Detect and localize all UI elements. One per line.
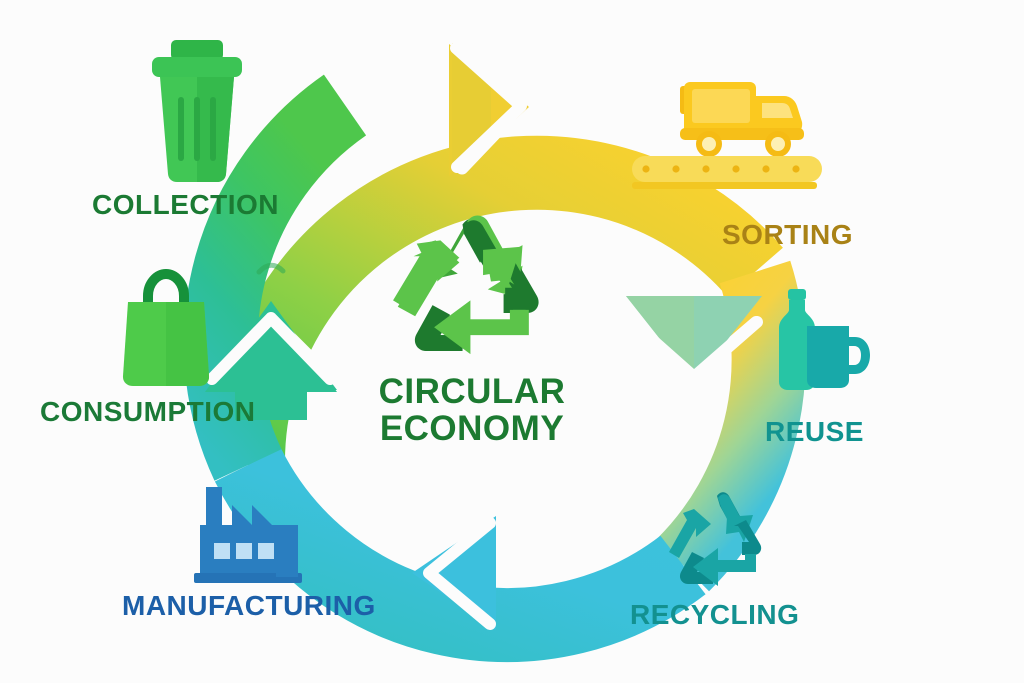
trash-bin-icon	[152, 40, 242, 182]
arrowhead-left-top	[205, 301, 337, 420]
arrow-notch-shadow	[256, 262, 286, 275]
label-manufacturing: MANUFACTURING	[122, 590, 376, 621]
label-sorting: SORTING	[722, 219, 854, 250]
page-title: CIRCULAR ECONOMY	[332, 372, 612, 448]
ring-segment-left-teal-green	[183, 74, 367, 481]
truck-on-conveyor-icon	[632, 82, 822, 189]
label-collection: COLLECTION	[92, 189, 279, 220]
label-recycling: RECYCLING	[630, 599, 800, 630]
bottle-and-mug-icon	[779, 289, 870, 390]
arrowhead-bottom-overlay	[412, 516, 496, 630]
recycling-arrows-icon	[669, 492, 762, 586]
shopping-bag-icon	[122, 268, 210, 386]
ring-segment-right-yellow-cyan	[656, 260, 806, 592]
factory-icon	[194, 487, 302, 583]
arrowhead-right-overlay	[626, 296, 763, 383]
title-line-2: ECONOMY	[379, 408, 565, 448]
title-line-1: CIRCULAR	[378, 372, 566, 411]
arrowhead-top-overlay	[450, 42, 529, 176]
recycling-symbol-icon	[393, 215, 539, 355]
label-reuse: REUSE	[765, 416, 864, 447]
center-block: CIRCULAR ECONOMY	[332, 212, 612, 472]
label-consumption: CONSUMPTION	[40, 396, 256, 427]
